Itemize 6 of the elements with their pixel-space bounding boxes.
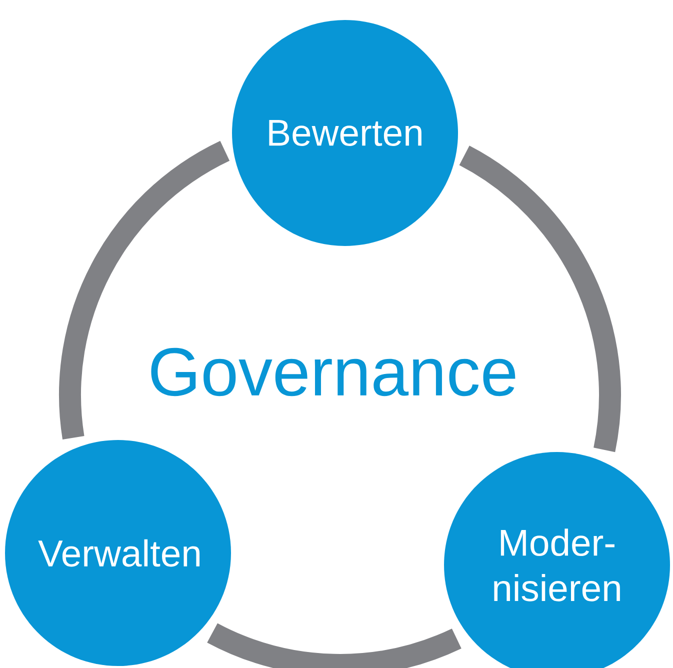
ring-arc [59, 141, 230, 439]
center-title: Governance [151, 348, 516, 396]
circle-node: Verwalten [5, 440, 231, 666]
ring-arc [208, 623, 461, 668]
circle-node: Bewerten [232, 20, 458, 246]
ring-arc [458, 146, 621, 452]
